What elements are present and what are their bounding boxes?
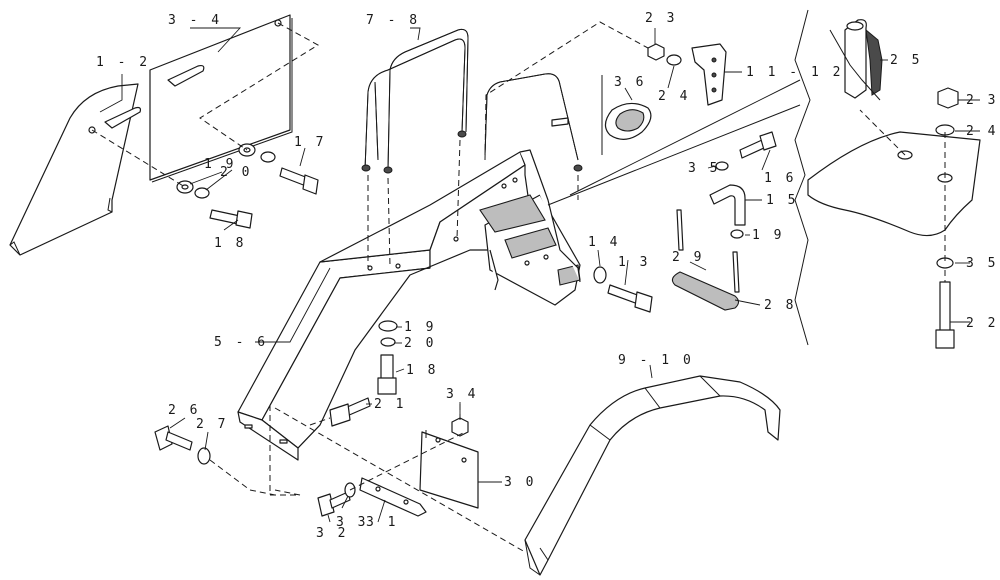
bolt-26 bbox=[154, 425, 211, 465]
bolt-16 bbox=[715, 131, 777, 171]
callout-11-12: 1 1 - 1 2 bbox=[746, 65, 843, 80]
callout-22: 2 2 bbox=[966, 316, 998, 331]
nut-23-upper bbox=[647, 43, 665, 61]
bolt-13 bbox=[593, 266, 653, 313]
callout-33: 3 3 bbox=[336, 515, 368, 530]
handrail-7-8 bbox=[361, 28, 469, 174]
bolt-21 bbox=[329, 397, 371, 427]
bracket-11-12 bbox=[691, 43, 727, 106]
mudguard-9-10 bbox=[524, 375, 781, 576]
step-28 bbox=[671, 271, 740, 311]
plate-right bbox=[807, 131, 981, 237]
detail-inset-lines bbox=[547, 9, 811, 346]
callout-5-6: 5 - 6 bbox=[214, 335, 268, 350]
callout-19-center: 1 9 bbox=[404, 320, 436, 335]
callout-18-lower: 1 8 bbox=[406, 363, 438, 378]
bolt-17 bbox=[279, 167, 319, 195]
callout-15: 1 5 bbox=[766, 193, 798, 208]
leader-lines bbox=[99, 27, 980, 523]
callout-labels: 1 - 2 3 - 4 7 - 8 2 3 2 4 1 1 - 1 2 2 5 … bbox=[96, 11, 998, 541]
callout-30: 3 0 bbox=[504, 475, 536, 490]
callout-26: 2 6 bbox=[168, 403, 200, 418]
mud-flap-30 bbox=[419, 430, 479, 509]
callout-3-4: 3 - 4 bbox=[168, 13, 222, 28]
callout-20-left: 2 0 bbox=[220, 165, 252, 180]
bolt-32-washer-33 bbox=[317, 482, 356, 517]
callout-32: 3 2 bbox=[316, 526, 348, 541]
tube-29 bbox=[676, 209, 744, 293]
callout-25: 2 5 bbox=[890, 53, 922, 68]
callout-24-right: 2 4 bbox=[966, 124, 998, 139]
callout-7-8: 7 - 8 bbox=[366, 13, 420, 28]
callout-14: 1 4 bbox=[588, 235, 620, 250]
latch-pin-25 bbox=[829, 19, 883, 101]
gasket-36 bbox=[551, 102, 652, 140]
callout-29: 2 9 bbox=[672, 250, 704, 265]
callout-36: 3 6 bbox=[614, 75, 646, 90]
callout-34: 3 4 bbox=[446, 387, 478, 402]
bolt-18-lower bbox=[377, 320, 398, 395]
bolt-22 bbox=[935, 281, 955, 349]
callout-19-right: 1 9 bbox=[752, 228, 784, 243]
nut-34 bbox=[451, 417, 469, 437]
cover-plate-3-4 bbox=[149, 14, 293, 183]
callout-13: 1 3 bbox=[618, 255, 650, 270]
callout-17: 1 7 bbox=[294, 135, 326, 150]
side-plate-1-2 bbox=[9, 83, 142, 256]
callout-21: 2 1 bbox=[374, 397, 406, 412]
callout-31: 3 1 bbox=[366, 515, 398, 530]
callout-35-right: 3 5 bbox=[966, 256, 998, 271]
main-fender-5-6 bbox=[237, 149, 581, 461]
washer-24-upper bbox=[666, 54, 682, 66]
callout-23-upper: 2 3 bbox=[645, 11, 677, 26]
bolt-18-upper bbox=[209, 209, 253, 229]
elbow-fitting-15 bbox=[709, 184, 746, 226]
callout-35-upper: 3 5 bbox=[688, 161, 720, 176]
callout-23-right: 2 3 bbox=[966, 93, 998, 108]
bracket-31 bbox=[359, 477, 427, 517]
callout-16: 1 6 bbox=[764, 171, 796, 186]
callout-18-upper: 1 8 bbox=[214, 236, 246, 251]
assembly-dashed-lines bbox=[91, 21, 946, 553]
callout-20-center: 2 0 bbox=[404, 336, 436, 351]
nut-23-right bbox=[937, 87, 959, 109]
callout-1-2: 1 - 2 bbox=[96, 55, 150, 70]
upper-handrail bbox=[484, 73, 583, 172]
callout-24-upper: 2 4 bbox=[658, 89, 690, 104]
callout-9-10: 9 - 1 0 bbox=[618, 353, 694, 368]
callout-28: 2 8 bbox=[764, 298, 796, 313]
callout-27: 2 7 bbox=[196, 417, 228, 432]
callout-19-left: 1 9 bbox=[204, 157, 236, 172]
